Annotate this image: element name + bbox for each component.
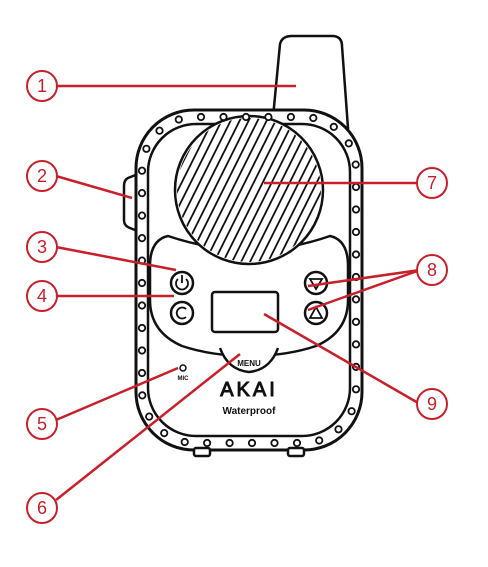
microphone [180, 365, 186, 371]
rim-stud [139, 302, 145, 308]
rim-stud [265, 114, 271, 120]
display [212, 292, 278, 332]
rim-stud [139, 235, 145, 241]
brand-logo: AKAI [220, 379, 278, 401]
rim-stud [353, 229, 359, 235]
power-button[interactable] [171, 272, 193, 294]
callout-number: 7 [427, 173, 437, 193]
rim-stud [139, 168, 145, 174]
rim-stud [353, 161, 359, 167]
callout-number: 2 [37, 166, 47, 186]
rim-stud [353, 319, 359, 325]
rim-stud [353, 251, 359, 257]
callout-9: 9 [417, 389, 447, 419]
rim-stud [271, 440, 277, 446]
rim-stud [176, 116, 182, 122]
rim-stud [204, 440, 210, 446]
rim-stud [198, 114, 204, 120]
rim-stud [146, 413, 152, 419]
rim-stud [316, 437, 322, 443]
callout-8: 8 [417, 255, 447, 285]
rim-stud [353, 386, 359, 392]
rim-stud [310, 115, 316, 121]
rim-stud [139, 392, 145, 398]
callout-number: 9 [427, 394, 437, 414]
clear-button[interactable] [171, 302, 193, 324]
callout-1: 1 [27, 71, 57, 101]
mic-label: MIC [178, 376, 190, 382]
rim-stud [243, 114, 249, 120]
rim-stud [348, 408, 354, 414]
callout-5: 5 [27, 409, 57, 439]
foot-left [194, 448, 210, 456]
rim-stud [288, 114, 294, 120]
callout-2: 2 [27, 161, 57, 191]
callout-number: 1 [37, 76, 47, 96]
rim-stud [139, 190, 145, 196]
rim-stud [139, 280, 145, 286]
rim-stud [335, 426, 341, 432]
callout-number: 6 [37, 498, 47, 518]
rim-stud [182, 439, 188, 445]
callout-number: 3 [37, 237, 47, 257]
rim-stud [249, 440, 255, 446]
callout-6: 6 [27, 493, 57, 523]
callout-number: 5 [37, 414, 47, 434]
rim-stud [139, 212, 145, 218]
leader-2 [56, 176, 132, 198]
rim-stud [220, 114, 226, 120]
callout-4: 4 [27, 281, 57, 311]
rim-stud [139, 325, 145, 331]
rim-stud [294, 440, 300, 446]
menu-label: MENU [237, 359, 261, 368]
rim-stud [353, 296, 359, 302]
rim-stud [353, 206, 359, 212]
rim-stud [331, 124, 337, 130]
rim-stud [346, 140, 352, 146]
foot-right [288, 448, 304, 456]
rim-stud [143, 146, 149, 152]
rim-stud [353, 184, 359, 190]
rim-stud [139, 370, 145, 376]
rim-stud [139, 347, 145, 353]
rim-stud [353, 341, 359, 347]
callout-3: 3 [27, 232, 57, 262]
callout-number: 4 [37, 286, 47, 306]
rim-stud [161, 430, 167, 436]
callout-number: 8 [427, 260, 437, 280]
rim-stud [226, 440, 232, 446]
model-label: Waterproof [223, 406, 277, 417]
callout-7: 7 [417, 168, 447, 198]
rim-stud [156, 128, 162, 134]
